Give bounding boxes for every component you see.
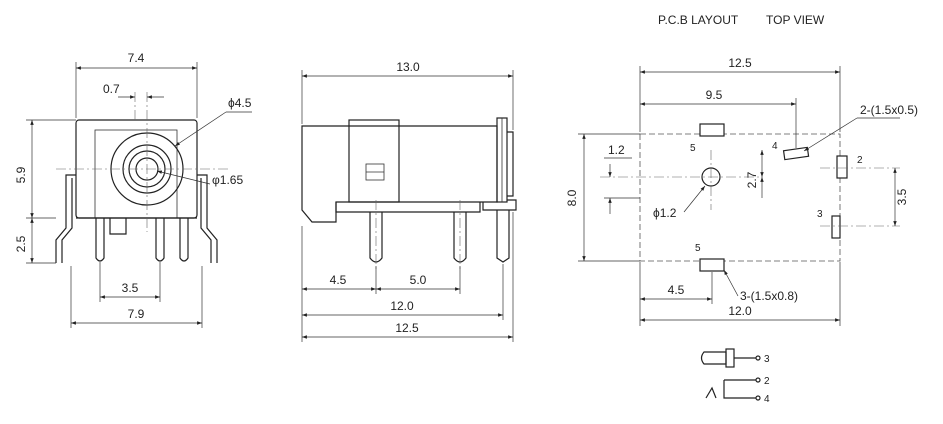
side-dim-b: 5.0 xyxy=(410,273,427,287)
side-dim-d: 12.5 xyxy=(395,321,419,335)
side-view: 13.0 4.5 5.0 12.0 12.5 xyxy=(301,60,517,342)
front-pin-height: 2.5 xyxy=(14,235,28,252)
pcb-overall-width: 12.5 xyxy=(728,56,752,70)
pcb-hole-dia: ϕ1.2 xyxy=(653,206,677,220)
pcb-pin-2: 2 xyxy=(857,155,863,166)
front-height: 5.9 xyxy=(14,166,28,183)
pcb-pad-note-bottom: 3-(1.5x0.8) xyxy=(740,289,798,303)
schematic-pin-2: 2 xyxy=(764,376,770,387)
pcb-dim-left: 1.2 xyxy=(608,143,625,157)
pcb-pin-5-top: 5 xyxy=(690,143,696,154)
top-view-title: TOP VIEW xyxy=(766,13,825,27)
pcb-dim-right: 3.5 xyxy=(895,188,909,205)
pcb-pad-note-top: 2-(1.5x0.5) xyxy=(860,103,918,117)
side-dim-c: 12.0 xyxy=(390,299,414,313)
front-width-bottom: 7.9 xyxy=(128,307,145,321)
pcb-layout: P.C.B LAYOUT TOP VIEW 5 4 2 3 5 12.5 9.5 xyxy=(565,13,918,326)
side-dim-a: 4.5 xyxy=(330,273,347,287)
front-view: 7.4 0.7 ϕ4.5 φ1.65 5.9 2.5 3.5 7.9 xyxy=(14,51,252,328)
pcb-pin-4: 4 xyxy=(772,141,778,152)
side-length: 13.0 xyxy=(396,60,420,74)
schematic-pin-3: 3 xyxy=(764,354,770,365)
pcb-dim-bottom-left: 4.5 xyxy=(668,283,685,297)
pcb-dim-bottom: 12.0 xyxy=(728,304,752,318)
schematic-pin-4: 4 xyxy=(764,394,770,405)
pcb-dim-center: 2.7 xyxy=(745,171,759,188)
front-dia-large: ϕ4.5 xyxy=(228,96,252,110)
front-pin-pitch: 3.5 xyxy=(122,281,139,295)
front-dia-small: φ1.65 xyxy=(212,173,243,187)
pcb-dim-top: 9.5 xyxy=(706,88,723,102)
pcb-layout-title: P.C.B LAYOUT xyxy=(658,13,739,27)
schematic-symbol: 3 2 4 xyxy=(700,348,770,405)
pcb-overall-height: 8.0 xyxy=(565,189,579,206)
pcb-pin-3: 3 xyxy=(817,209,823,220)
front-width-top: 7.4 xyxy=(128,51,145,65)
front-offset: 0.7 xyxy=(103,82,120,96)
pcb-pin-5-bottom: 5 xyxy=(695,243,701,254)
